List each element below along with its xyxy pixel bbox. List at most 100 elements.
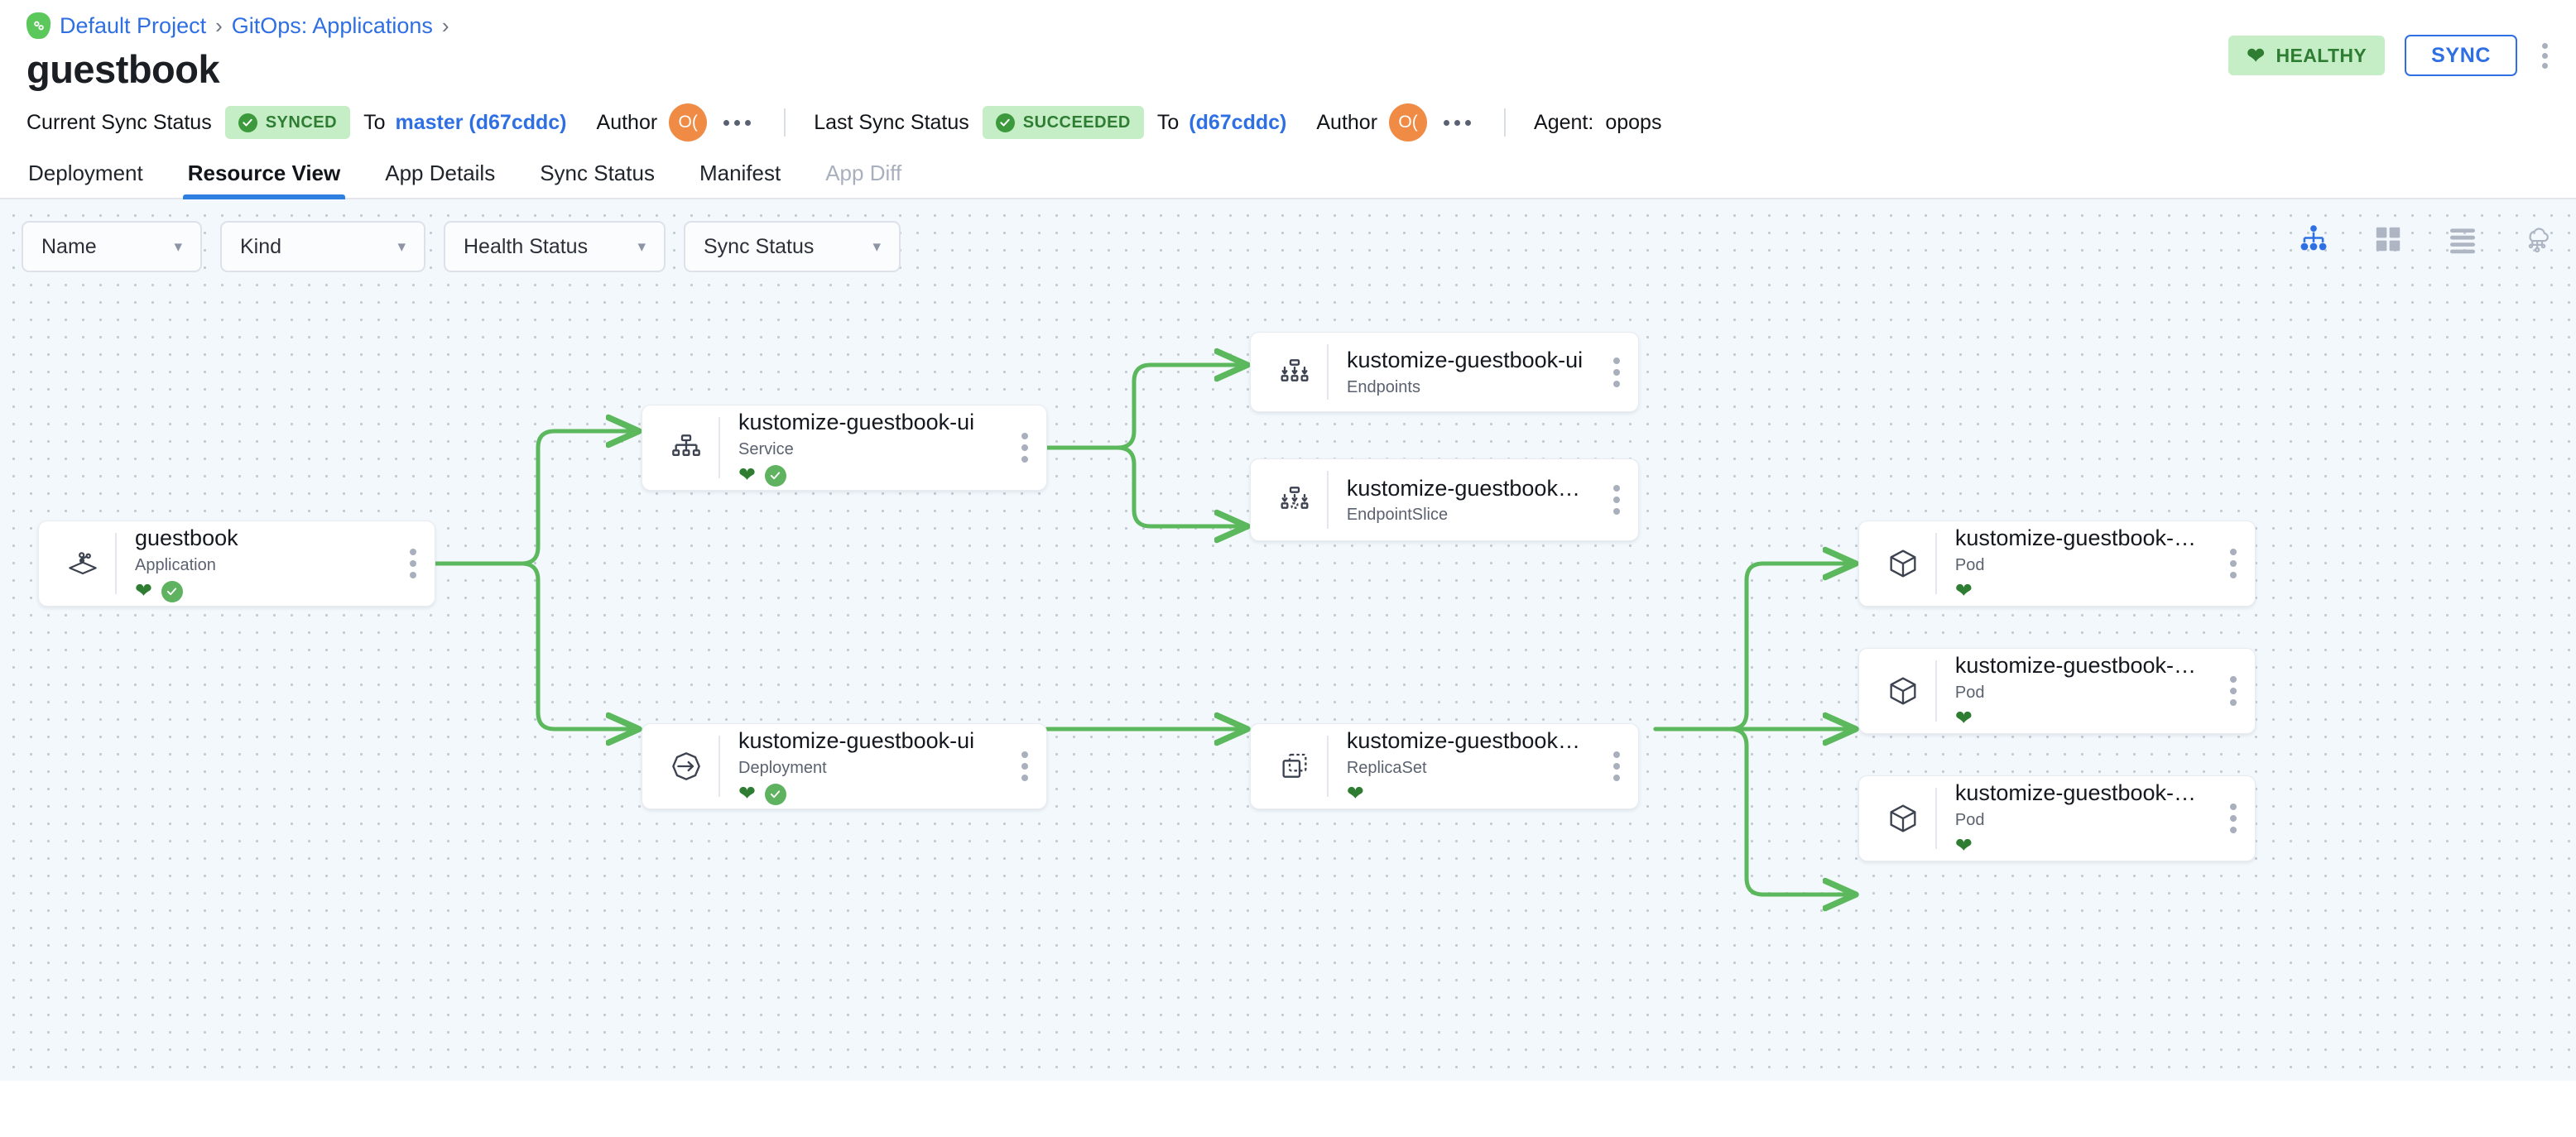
- current-sync-status-chip: SYNCED: [224, 106, 351, 139]
- node-kind: Pod: [1954, 810, 1985, 829]
- tree-view-icon[interactable]: [2298, 224, 2329, 254]
- node-badges: ❤: [738, 782, 995, 806]
- graph-node-endpoints[interactable]: kustomize-guestbook-ui Endpoints: [1250, 332, 1639, 412]
- chevron-down-icon-2: ▾: [397, 237, 406, 256]
- list-view-icon[interactable]: [2447, 224, 2478, 254]
- graph-node-endpointslice[interactable]: kustomize-guestbook-ui-… EndpointSlice: [1250, 458, 1639, 541]
- graph-node-application[interactable]: guestbook Application ❤: [38, 521, 435, 607]
- last-author-label: Author: [1316, 110, 1378, 134]
- last-sync-status-text: SUCCEEDED: [1022, 113, 1131, 132]
- service-icon: [661, 431, 712, 464]
- last-sync-overflow-icon[interactable]: [1439, 112, 1476, 134]
- node-badges: ❤: [1955, 708, 2204, 730]
- node-divider: [1327, 736, 1329, 797]
- node-divider: [1935, 533, 1937, 594]
- node-overflow-menu-icon[interactable]: [2212, 537, 2255, 590]
- current-revision-link[interactable]: master (d67cddc): [395, 110, 567, 134]
- kebab-menu-icon[interactable]: [2537, 36, 2553, 75]
- avatar-last-author: O(: [1389, 103, 1428, 142]
- page-title: guestbook: [26, 47, 220, 91]
- deployment-icon: [661, 750, 712, 783]
- resource-graph-canvas[interactable]: Name ▾ Kind ▾ Health Status ▾ Sync Statu…: [0, 199, 2576, 1081]
- node-title: kustomize-guestbook-ui-…: [1346, 475, 1587, 501]
- node-overflow-menu-icon[interactable]: [2212, 664, 2255, 717]
- filter-name[interactable]: Name ▾: [22, 221, 202, 272]
- breadcrumb-item-gitops-applications[interactable]: GitOps: Applications: [231, 12, 433, 38]
- status-badge-healthy: ❤ HEALTHY: [2228, 36, 2386, 75]
- tab-resource-view[interactable]: Resource View: [182, 161, 345, 199]
- node-overflow-menu-icon[interactable]: [1003, 740, 1046, 793]
- node-body: guestbook Application ❤: [117, 525, 392, 602]
- current-sync-overflow-icon[interactable]: [718, 112, 756, 134]
- header-actions: ❤ HEALTHY SYNC: [2228, 35, 2553, 76]
- node-body: kustomize-guestbook-ui-… Pod ❤: [1937, 780, 2212, 857]
- heart-icon: ❤: [738, 782, 756, 806]
- tab-manifest[interactable]: Manifest: [699, 161, 781, 185]
- avatar-current-author: O(: [669, 103, 708, 142]
- endpoints-icon: [1269, 356, 1320, 389]
- argo-octopus-logo-icon: [26, 12, 50, 39]
- node-badges: ❤: [1955, 581, 2204, 602]
- network-view-icon[interactable]: [2521, 224, 2553, 254]
- heart-icon: ❤: [1346, 782, 1364, 806]
- sync-button[interactable]: SYNC: [2405, 35, 2517, 76]
- filter-health-status-label: Health Status: [464, 234, 589, 258]
- node-body: kustomize-guestbook-ui-… ReplicaSet ❤: [1329, 727, 1595, 805]
- node-overflow-menu-icon[interactable]: [1003, 421, 1046, 474]
- heart-icon: ❤: [1954, 834, 1973, 858]
- last-sync-status-chip: SUCCEEDED: [982, 106, 1144, 139]
- application-icon: [57, 547, 108, 580]
- heart-icon: ❤: [1954, 707, 1973, 731]
- node-overflow-menu-icon[interactable]: [1595, 346, 1638, 399]
- node-kind: ReplicaSet: [1346, 758, 1427, 777]
- node-kind: Pod: [1954, 683, 1985, 702]
- node-title: kustomize-guestbook-ui: [1347, 348, 1584, 373]
- view-mode-switcher: [2298, 224, 2553, 254]
- filter-sync-status-label: Sync Status: [704, 234, 815, 258]
- filter-health-status[interactable]: Health Status ▾: [444, 221, 666, 272]
- grid-view-icon[interactable]: [2372, 224, 2404, 254]
- node-overflow-menu-icon[interactable]: [392, 537, 435, 590]
- current-sync-status-label: Current Sync Status: [26, 110, 212, 134]
- tab-app-details[interactable]: App Details: [385, 161, 496, 185]
- graph-node-deployment[interactable]: kustomize-guestbook-ui Deployment ❤: [642, 723, 1047, 809]
- chevron-down-icon-3: ▾: [637, 237, 646, 256]
- tab-sync-status[interactable]: Sync Status: [540, 161, 655, 185]
- filter-sync-status[interactable]: Sync Status ▾: [684, 221, 901, 272]
- node-divider: [718, 417, 720, 478]
- agent-value: opops: [1605, 110, 1662, 134]
- node-title: kustomize-guestbook-ui-…: [1954, 653, 2204, 679]
- pod-icon: [1877, 547, 1929, 580]
- node-title: kustomize-guestbook-ui-…: [1954, 525, 2204, 551]
- breadcrumb-separator-2: ›: [441, 12, 449, 38]
- node-divider: [115, 533, 117, 594]
- node-overflow-menu-icon[interactable]: [1595, 473, 1638, 526]
- filter-kind[interactable]: Kind ▾: [220, 221, 425, 272]
- last-revision-link[interactable]: (d67cddc): [1189, 110, 1287, 134]
- node-badges: ❤: [1955, 836, 2204, 857]
- graph-node-pod-2[interactable]: kustomize-guestbook-ui-… Pod ❤: [1858, 648, 2256, 734]
- current-sync-status-text: SYNCED: [265, 113, 338, 132]
- breadcrumb-item-default-project[interactable]: Default Project: [60, 12, 207, 38]
- pod-icon: [1877, 802, 1929, 835]
- filter-name-label: Name: [41, 234, 97, 258]
- sync-check-icon: [161, 580, 183, 602]
- last-to-label: To: [1156, 110, 1180, 134]
- node-divider: [1327, 471, 1329, 529]
- graph-node-pod-1[interactable]: kustomize-guestbook-ui-… Pod ❤: [1858, 521, 2256, 607]
- pod-icon: [1877, 674, 1929, 708]
- node-title: kustomize-guestbook-ui-…: [1346, 728, 1587, 754]
- node-overflow-menu-icon[interactable]: [2212, 792, 2255, 845]
- last-sync-status-label: Last Sync Status: [814, 110, 969, 134]
- node-badges: ❤: [738, 464, 995, 487]
- graph-node-replicaset[interactable]: kustomize-guestbook-ui-… ReplicaSet ❤: [1250, 723, 1639, 809]
- chevron-down-icon-4: ▾: [872, 237, 881, 256]
- agent-label: Agent:: [1534, 110, 1594, 134]
- tab-deployment[interactable]: Deployment: [28, 161, 143, 185]
- sync-check-icon: [764, 464, 786, 487]
- node-kind: Endpoints: [1347, 377, 1420, 396]
- breadcrumb-separator: ›: [215, 12, 223, 38]
- node-overflow-menu-icon[interactable]: [1595, 740, 1638, 793]
- graph-node-service[interactable]: kustomize-guestbook-ui Service ❤: [642, 405, 1047, 491]
- graph-node-pod-3[interactable]: kustomize-guestbook-ui-… Pod ❤: [1858, 775, 2256, 861]
